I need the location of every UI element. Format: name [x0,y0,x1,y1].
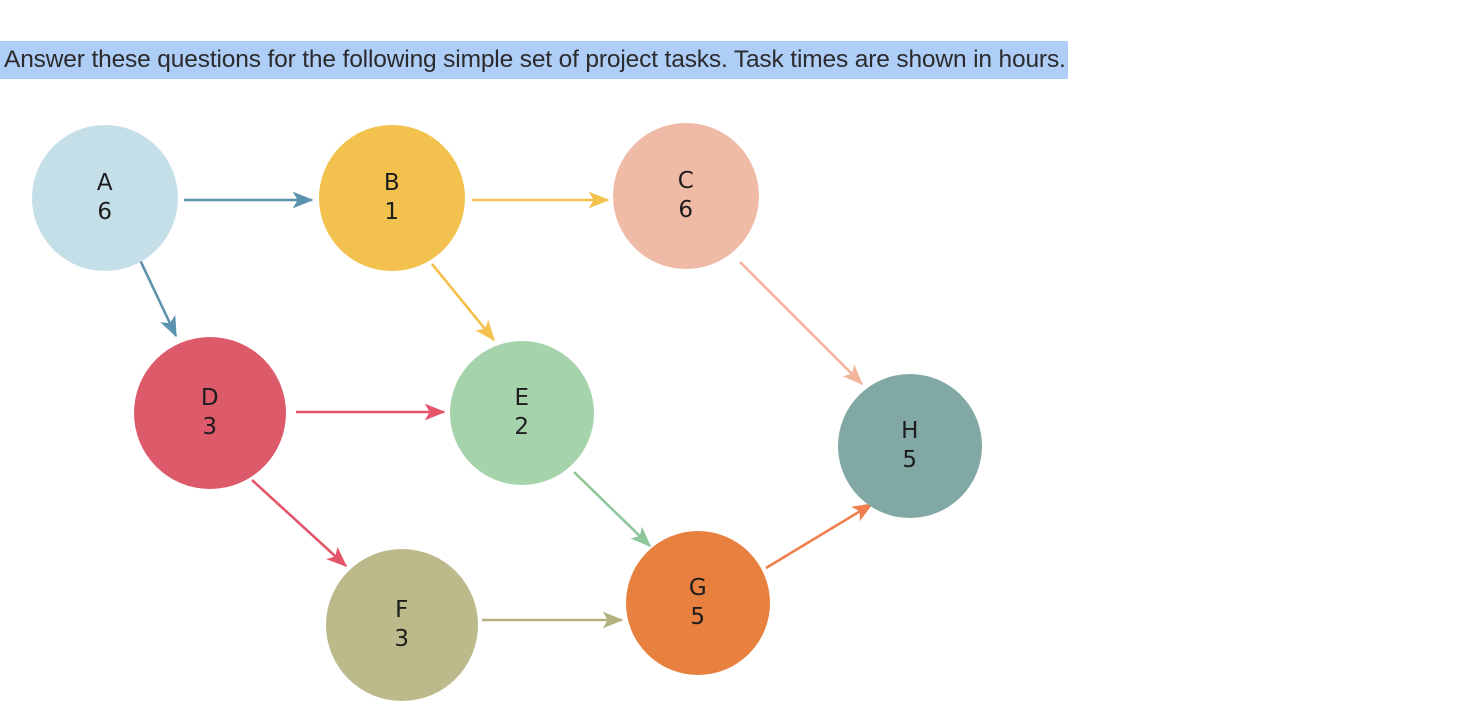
task-node-duration: 2 [514,414,530,440]
task-node-label: G [688,574,708,601]
edge-c-to-h [739,261,864,386]
task-node-label: F [395,596,409,623]
task-node-label: A [96,169,114,196]
task-node-duration: 3 [202,414,218,440]
task-node-label: E [514,384,530,411]
edge-g-to-h [765,502,874,570]
edge-layer [138,191,874,629]
task-node-label: H [901,417,919,444]
question-prompt-text: Answer these questions for the following… [0,41,1068,79]
task-node-label: B [383,169,401,196]
task-node-label: D [200,384,220,411]
task-node-duration: 3 [394,626,410,652]
edge-b-to-e [430,263,496,342]
question-prompt-bar: Answer these questions for the following… [0,41,1460,79]
edge-d-to-f [251,479,348,568]
task-node-duration: 5 [690,604,706,630]
edge-a-to-d [138,259,178,338]
task-node-duration: 6 [678,197,694,223]
edge-e-to-g [573,471,652,548]
task-node-duration: 5 [902,447,918,473]
task-node-duration: 1 [384,199,400,225]
task-node-duration: 6 [97,199,113,225]
task-node-label: C [677,167,695,194]
